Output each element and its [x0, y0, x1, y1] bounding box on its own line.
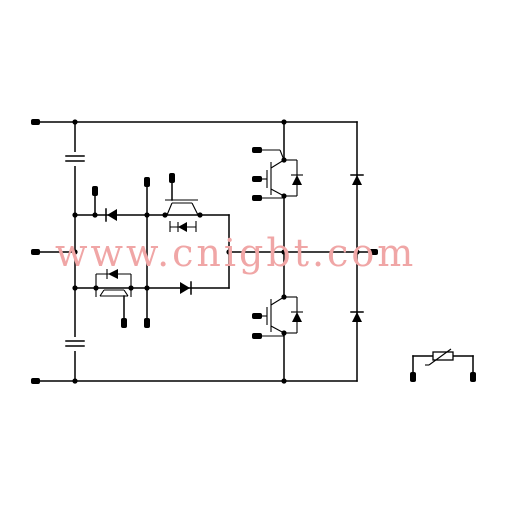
clamp-igbt-upper [165, 199, 199, 232]
clamp-igbt-lower [95, 269, 132, 297]
thermistor [412, 348, 474, 377]
main-igbt-lower [255, 251, 303, 382]
diode-right-lower [350, 311, 364, 322]
junction-dots [72, 119, 360, 384]
terminal-pins [31, 119, 378, 384]
thermistor-pins [410, 372, 476, 382]
clamp-pins [92, 173, 175, 328]
clamp-diode-lower [180, 281, 192, 295]
clamp-diode-upper [105, 208, 117, 222]
diode-right-upper [350, 174, 364, 185]
main-igbt-upper-pins [252, 147, 262, 201]
capacitor-upper [65, 152, 85, 166]
watermark-text: www.cnigbt.com [55, 231, 416, 275]
main-igbt-lower-pins [252, 313, 262, 339]
clamp-wires [74, 179, 230, 323]
capacitor-lower [65, 337, 85, 351]
